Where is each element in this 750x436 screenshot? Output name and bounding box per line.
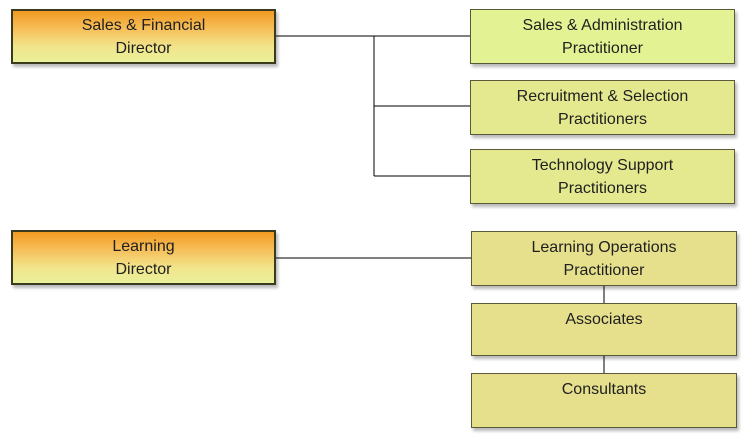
director-title-line1: Learning — [112, 237, 175, 255]
role-title: Consultants — [561, 381, 647, 398]
learning-operations-practitioner-box: Learning Operations Practitioner — [471, 231, 737, 286]
director-title-line1: Sales & Financial — [81, 16, 206, 34]
director-title-line2: Director — [115, 260, 172, 278]
role-title: Associates — [565, 311, 643, 328]
role-title-line2: Practitioner — [562, 39, 643, 57]
role-title-line1: Recruitment & Selection — [516, 87, 689, 105]
technology-support-practitioners-box: Technology Support Practitioners — [470, 149, 735, 204]
director-title-line2: Director — [115, 39, 172, 57]
role-title-line1: Learning Operations — [531, 238, 677, 256]
role-title-line2: Practitioners — [558, 110, 647, 128]
role-title-line2: Practitioner — [563, 261, 645, 279]
sales-financial-director-box: Sales & Financial Director — [11, 9, 276, 64]
role-title-line1: Technology Support — [531, 156, 674, 174]
associates-box: Associates — [471, 303, 737, 356]
recruitment-selection-practitioners-box: Recruitment & Selection Practitioners — [470, 80, 735, 135]
role-title-line1: Sales & Administration — [522, 16, 683, 34]
learning-director-box: Learning Director — [11, 230, 276, 285]
consultants-box: Consultants — [471, 373, 737, 428]
role-title-line2: Practitioners — [558, 179, 647, 197]
sales-administration-practitioner-box: Sales & Administration Practitioner — [470, 9, 735, 64]
